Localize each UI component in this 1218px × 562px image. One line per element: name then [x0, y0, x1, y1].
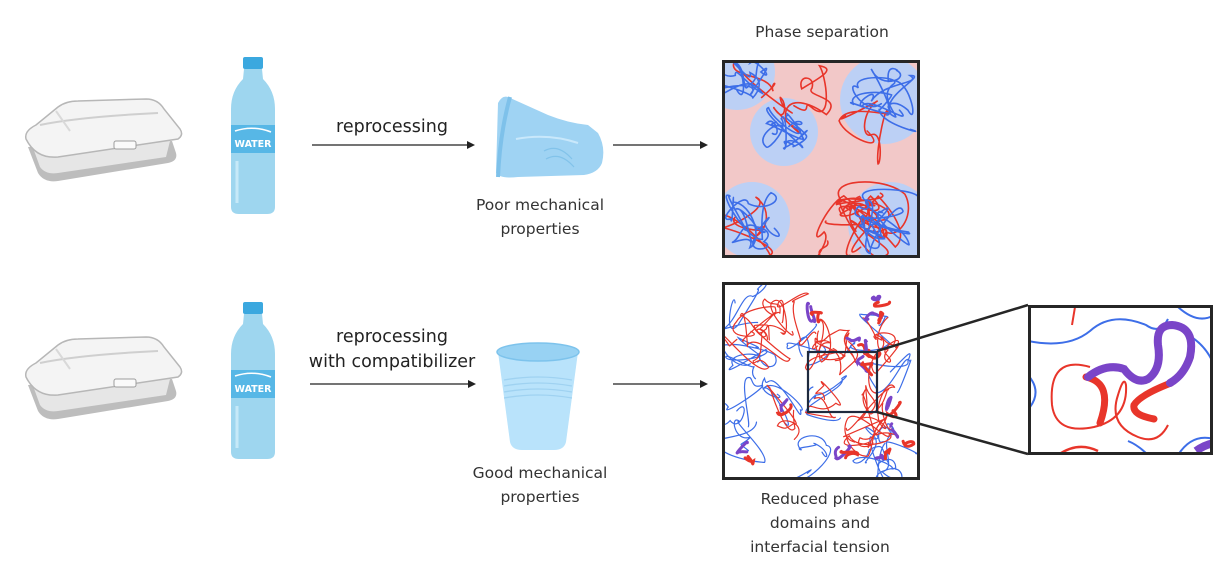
compatibilizer-block: [889, 422, 900, 439]
polymer-b-chain: [761, 376, 803, 426]
row2-arrow-1: [310, 380, 476, 388]
polymer-b-chain: [854, 188, 919, 255]
polymer-b-chain: [852, 442, 896, 480]
foam-container-icon: [24, 98, 183, 182]
compatibilizer-a-block: [743, 455, 756, 466]
zoom-region-box: [806, 350, 879, 414]
polymer-b-chain: [729, 60, 761, 96]
row1-arrow-1: [312, 141, 475, 149]
polymer-b-chain: [867, 353, 912, 394]
polymer-b-chain: [859, 207, 911, 250]
compatibilizer-a-block: [901, 439, 916, 448]
polymer-b-chain: [762, 116, 808, 150]
polymer-a-chain: [739, 312, 791, 362]
phase-separation-panel: [722, 60, 920, 258]
polymer-a-chain: [766, 384, 800, 440]
polymer-a-chain: [843, 415, 888, 457]
bottle-label: WATER: [235, 384, 273, 395]
polymer-b-chain: [722, 60, 768, 100]
panel-frame: [1028, 305, 1213, 455]
polymer-b-chain: [724, 191, 778, 250]
row2-arrow-2: [613, 380, 708, 388]
polymer-a-chain: [838, 100, 889, 165]
compatibilizer-block: [863, 338, 869, 354]
polymer-a-chain: [1050, 363, 1169, 441]
polymer-b-chain: [805, 375, 848, 422]
compatibilizer-block: [833, 444, 852, 461]
polymer-a-chain: [814, 337, 859, 376]
compatibilizer-a-block: [865, 351, 882, 360]
bottle-label: WATER: [235, 139, 273, 150]
row2-result-label-line2: properties: [500, 488, 580, 506]
panel-frame: [722, 60, 920, 258]
compatibilizer-block: [870, 294, 882, 302]
row2-panel-caption-line2: domains and: [769, 514, 871, 532]
panel-frame: [722, 282, 920, 480]
compatibilized-blend-panel: [722, 282, 920, 480]
polymer-a-chain: [1071, 306, 1076, 326]
compatibilizer-a-block: [839, 449, 860, 460]
row2-arrow-label-line2: with compatibilizer: [308, 352, 476, 372]
compatibilizer-a-block: [775, 403, 793, 417]
compatibilizer-a-block: [1130, 379, 1175, 423]
domain-b-blob: [722, 182, 790, 258]
compatibilizer-a-block: [872, 300, 892, 308]
compatibilizer-block: [779, 398, 789, 413]
crumpled-cup-icon: [496, 96, 604, 178]
chain-layer: [1028, 305, 1213, 455]
polymer-b-chain: [722, 376, 764, 428]
intact-cup-icon: [496, 342, 580, 450]
compatibilizer-block: [735, 440, 749, 455]
compatibilizer-a-block: [860, 360, 874, 377]
chain-layer: [722, 282, 920, 480]
polymer-a-chain: [843, 415, 892, 448]
foam-container-icon: [24, 336, 183, 420]
row2-arrow-label-line1: reprocessing: [336, 327, 448, 347]
row2-panel-caption-line1: Reduced phase: [760, 490, 880, 508]
polymer-a-chain: [732, 298, 781, 342]
row1-result-label-line2: properties: [500, 220, 580, 238]
polymer-a-chain: [845, 384, 896, 431]
compatibilizer-block: [845, 336, 862, 343]
row1-result-label-line1: Poor mechanical: [476, 196, 604, 214]
row2-result-label-line1: Good mechanical: [472, 464, 608, 482]
phase-separation-title: Phase separation: [755, 23, 889, 41]
polymer-a-chain: [732, 60, 800, 134]
zoomed-interface-panel: [1028, 305, 1213, 455]
polymer-a-chain: [776, 292, 817, 346]
polymer-a-chain: [784, 64, 832, 123]
row1-arrow-2: [613, 141, 708, 149]
compatibilizer-block: [884, 395, 893, 411]
chain-layer: [722, 60, 920, 258]
row1-arrow-label: reprocessing: [336, 117, 448, 137]
polymer-b-chain: [766, 106, 808, 149]
row2-panel-caption-line3: interfacial tension: [750, 538, 890, 556]
compatibilizer-block: [874, 453, 886, 461]
compatibilizer-a-block: [883, 447, 892, 461]
polymer-b-chain: [852, 74, 916, 118]
compatibilizer-block: [1084, 320, 1196, 387]
compatibilizer-a-block: [809, 310, 823, 324]
compatibilizer-a-block: [877, 310, 885, 325]
water-bottle-icon: WATER: [231, 302, 275, 459]
polymer-a-chain: [804, 381, 841, 419]
polymer-b-chain: [733, 208, 780, 250]
polymer-b-chain: [722, 419, 766, 464]
polymer-a-chain: [816, 329, 857, 364]
polymer-b-chain: [864, 426, 903, 480]
water-bottle-icon: WATER: [231, 57, 275, 214]
